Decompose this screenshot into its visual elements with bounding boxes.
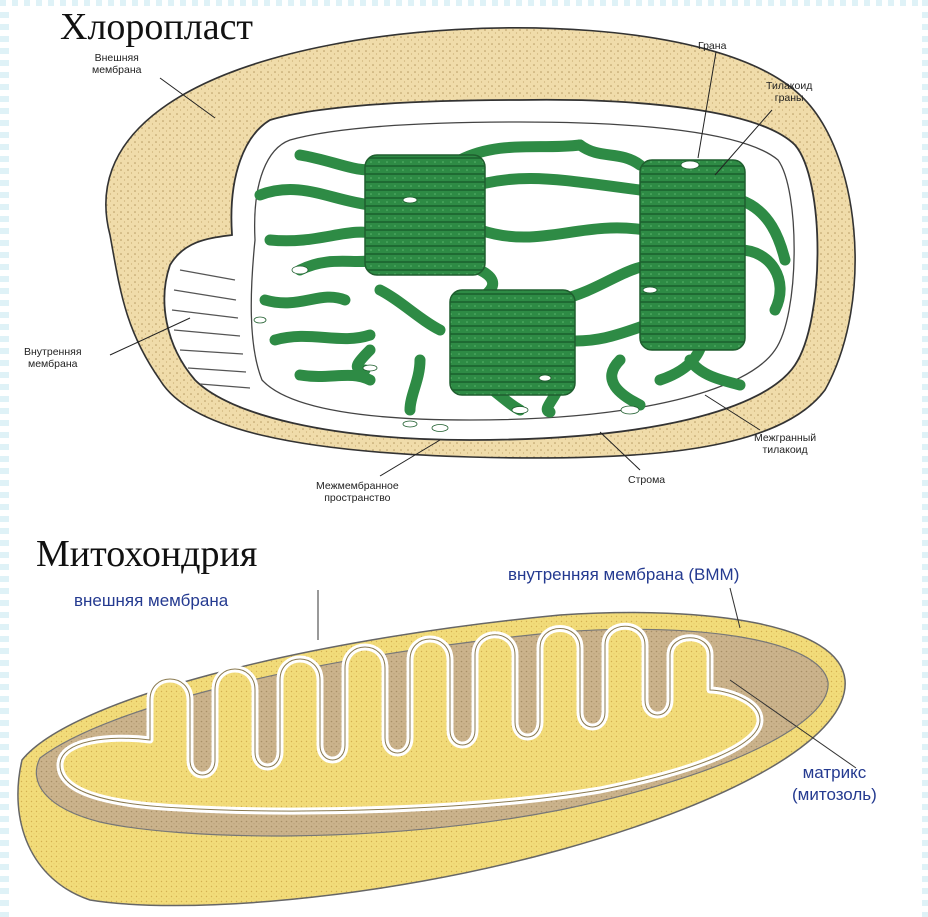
label-mito-inner-membrane: внутренняя мембрана (ВММ) — [508, 564, 739, 586]
label-inner-membrane: Внутренняя мембрана — [24, 346, 82, 370]
granum-stack — [365, 155, 485, 275]
granum-stack — [450, 290, 575, 395]
granum-stack — [640, 160, 745, 350]
chloroplast-diagram — [106, 28, 855, 476]
label-mito-matrix: матрикс (митозоль) — [792, 762, 877, 806]
label-granum-thylakoid: Тилакоид граны — [766, 80, 812, 104]
label-outer-membrane: Внешняя мембрана — [92, 52, 142, 76]
label-granum: Грана — [698, 40, 726, 52]
label-mito-outer-membrane: внешняя мембрана — [74, 590, 228, 612]
label-intergranal-thylakoid: Межгранный тилакоид — [754, 432, 816, 456]
mitochondrion-diagram — [18, 588, 856, 906]
label-intermembrane-space: Межмембранное пространство — [316, 480, 399, 504]
mitochondrion-title: Митохондрия — [36, 535, 257, 573]
chloroplast-title: Хлоропласт — [60, 8, 253, 46]
label-stroma: Строма — [628, 474, 665, 486]
